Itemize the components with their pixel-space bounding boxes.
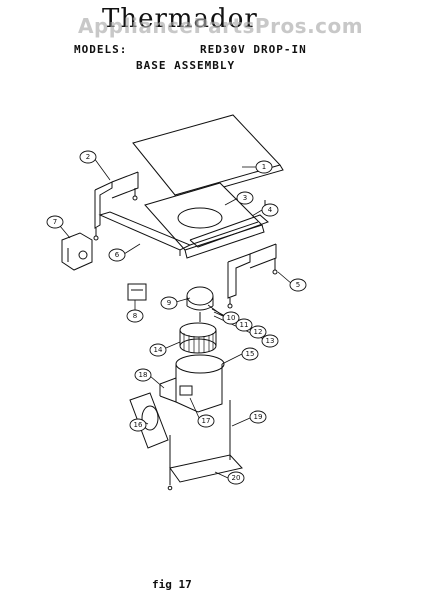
- callout-19: 19: [254, 413, 263, 421]
- callout-5-circle: [289, 278, 307, 292]
- callout-2: 2: [86, 153, 90, 161]
- part-filter-panel: [129, 392, 169, 449]
- callout-6-circle: [108, 248, 126, 262]
- part-relay: [127, 283, 147, 301]
- part-blower-motor: [186, 286, 214, 322]
- callout-17: 17: [202, 417, 211, 425]
- part-right-bracket: [227, 243, 278, 309]
- callout-8: 8: [133, 312, 137, 320]
- callout-13-circle: [261, 334, 279, 348]
- callout-15: 15: [246, 350, 255, 358]
- callout-markers: [46, 150, 307, 485]
- section-title: BASE ASSEMBLY: [136, 59, 236, 72]
- part-base-pan: [144, 182, 265, 259]
- callout-3: 3: [243, 194, 247, 202]
- callout-3-circle: [236, 191, 254, 205]
- callout-4-circle: [261, 203, 279, 217]
- callout-14-circle: [149, 343, 167, 357]
- callout-5: 5: [296, 281, 300, 289]
- figure-caption: fig 17: [152, 578, 192, 591]
- callout-20-circle: [227, 471, 245, 485]
- callout-1-circle: [255, 160, 273, 174]
- callout-18-circle: [134, 368, 152, 382]
- callout-10: 10: [227, 314, 236, 322]
- callout-7-circle: [46, 215, 64, 229]
- models-label: MODELS:: [74, 43, 128, 56]
- callout-1: 1: [262, 163, 266, 171]
- part-blower-wheel: [179, 322, 217, 354]
- callout-12-circle: [249, 325, 267, 339]
- callout-11: 11: [240, 321, 249, 329]
- callout-7: 7: [53, 218, 57, 226]
- callout-11-circle: [235, 318, 253, 332]
- callout-6: 6: [115, 251, 120, 259]
- callout-16-circle: [129, 418, 147, 432]
- callout-10-circle: [222, 311, 240, 325]
- callout-20: 20: [232, 474, 241, 482]
- callout-13: 13: [266, 337, 275, 345]
- callout-12: 12: [254, 328, 263, 336]
- callout-labels: 1 2 3 4 5 6 7 8 9 10 11 12 13 14 15 16 1…: [53, 153, 300, 482]
- callout-2-circle: [79, 150, 97, 164]
- part-back-plate: [167, 400, 243, 491]
- callout-9-circle: [160, 296, 178, 310]
- callout-9: 9: [167, 299, 171, 307]
- brand-logo: Thermador: [102, 4, 258, 34]
- part-blower-housing: [159, 354, 225, 413]
- callout-8-circle: [126, 309, 144, 323]
- callout-16: 16: [134, 421, 143, 429]
- callout-4: 4: [268, 206, 273, 214]
- callout-18: 18: [139, 371, 148, 379]
- watermark: AppliancePartsPros.com: [78, 14, 364, 38]
- callout-15-circle: [241, 347, 259, 361]
- part-switch-block: [61, 232, 93, 271]
- part-left-bracket: [93, 171, 139, 241]
- callout-14: 14: [154, 346, 163, 354]
- part-front-rail: [98, 211, 192, 256]
- callout-17-circle: [197, 414, 215, 428]
- model-value: RED30V DROP-IN: [200, 43, 307, 56]
- callout-19-circle: [249, 410, 267, 424]
